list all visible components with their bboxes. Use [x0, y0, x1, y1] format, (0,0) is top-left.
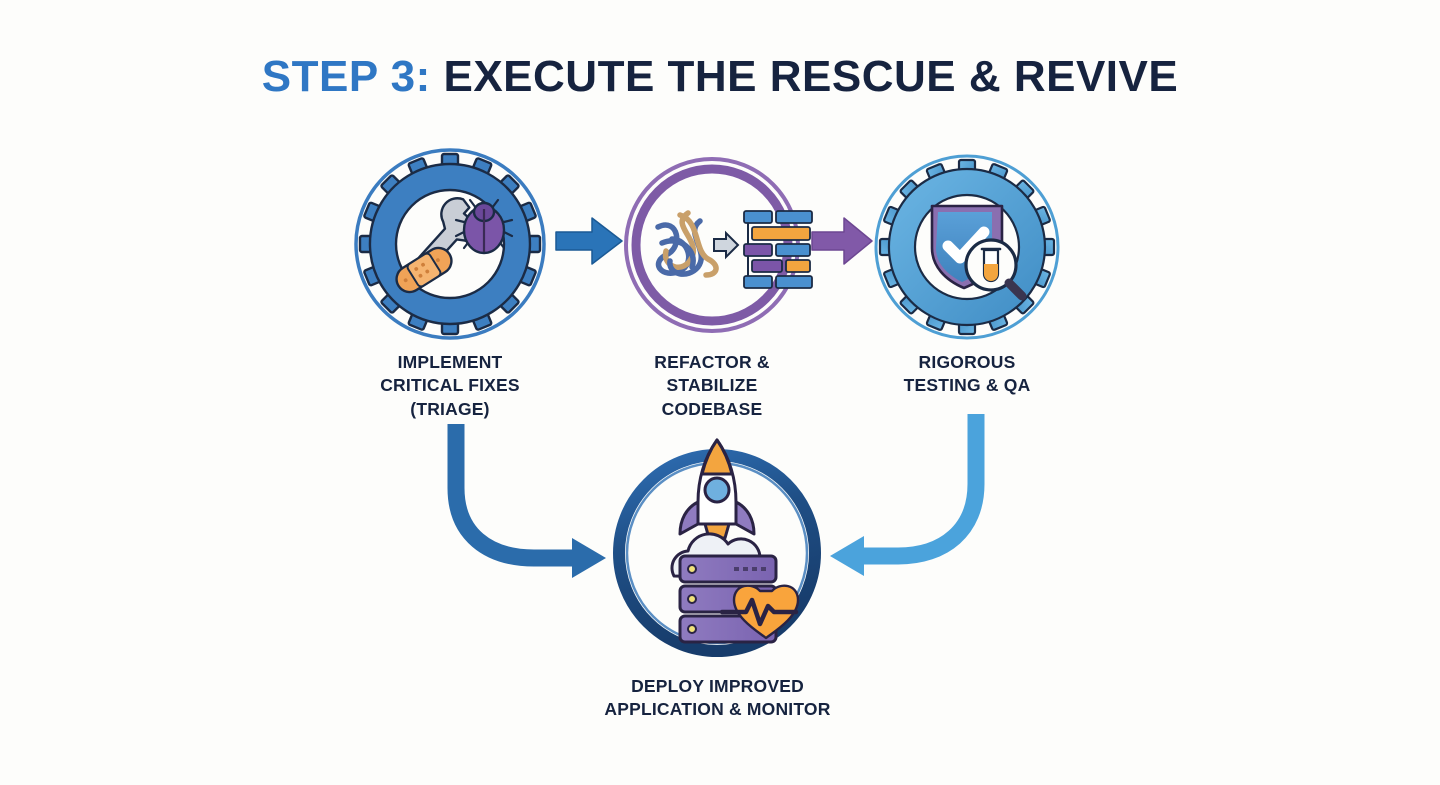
- refactor-circle-graphic: [622, 155, 813, 335]
- implement-label-line-2: CRITICAL FIXES: [380, 375, 520, 396]
- arrow-testing-to-deploy: [818, 408, 1018, 598]
- refactor-label-line-1: REFACTOR &: [654, 352, 770, 372]
- bug-icon: [454, 198, 514, 255]
- page-title: STEP 3: EXECUTE THE RESCUE & REVIVE: [0, 52, 1440, 102]
- implement-circle-graphic: [352, 146, 548, 342]
- refactor-label: REFACTOR & STABILIZE CODEBASE: [654, 351, 769, 421]
- magnifier-test-tube-icon: [964, 238, 1027, 301]
- testing-label-line-2: TESTING & QA: [903, 375, 1031, 396]
- implement-label-line-3: (TRIAGE): [410, 398, 490, 419]
- arrow-implement-to-deploy: [430, 418, 630, 598]
- arrow-refactor-to-testing: [811, 212, 874, 270]
- transform-arrow-icon: [713, 230, 740, 260]
- deploy-circle-graphic: [600, 428, 835, 663]
- node-rigorous-testing-qa[interactable]: RIGOROUS TESTING & QA: [872, 152, 1062, 395]
- deploy-label-line-1: DEPLOY IMPROVED: [631, 676, 804, 696]
- implement-outer-ring: [354, 148, 546, 340]
- testing-outer-ring: [874, 154, 1060, 340]
- tangled-threads-icon: [655, 210, 719, 278]
- implement-label-line-1: IMPLEMENT: [397, 352, 503, 372]
- refactor-label-line-2: STABILIZE: [666, 375, 758, 396]
- node-refactor-stabilize-codebase[interactable]: REFACTOR & STABILIZE CODEBASE: [622, 155, 813, 419]
- arrow-head-glyph: [830, 536, 864, 576]
- arrow-curve-path: [858, 414, 985, 565]
- testing-label: RIGOROUS TESTING & QA: [904, 351, 1031, 398]
- arrow-curve-path: [447, 424, 578, 567]
- node-implement-critical-fixes[interactable]: IMPLEMENT CRITICAL FIXES (TRIAGE): [352, 146, 548, 419]
- deploy-label-line-2: APPLICATION & MONITOR: [604, 699, 831, 720]
- testing-circle-graphic: [872, 152, 1062, 342]
- node-deploy-improved-application[interactable]: DEPLOY IMPROVED APPLICATION & MONITOR: [600, 428, 835, 719]
- title-main-text: EXECUTE THE RESCUE & REVIVE: [430, 52, 1179, 101]
- code-blocks-icon: [743, 210, 813, 289]
- heartbeat-heart-icon: [719, 584, 800, 640]
- arrow-right-glyph: [555, 217, 623, 265]
- arrow-right-glyph: [811, 217, 873, 265]
- title-step-prefix: STEP 3:: [261, 52, 431, 101]
- arrow-head-glyph: [572, 538, 606, 578]
- testing-label-line-1: RIGOROUS: [918, 352, 1016, 372]
- bandage-icon: [395, 246, 453, 294]
- deploy-label: DEPLOY IMPROVED APPLICATION & MONITOR: [604, 675, 830, 722]
- test-tube-icon: [980, 247, 1002, 283]
- implement-label: IMPLEMENT CRITICAL FIXES (TRIAGE): [380, 351, 520, 421]
- refactor-label-line-3: CODEBASE: [661, 398, 763, 419]
- arrow-implement-to-refactor: [555, 212, 624, 270]
